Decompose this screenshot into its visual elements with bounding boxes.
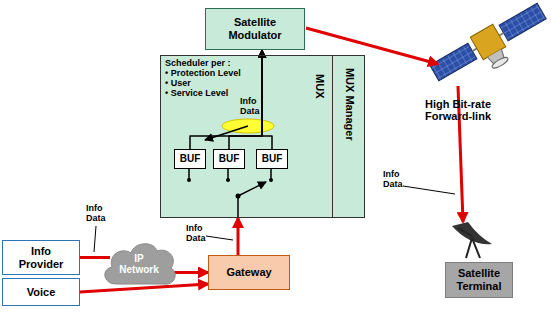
- switch-contact: [269, 178, 273, 182]
- buffer-output: [229, 50, 262, 149]
- flow-label: Info Data: [240, 97, 260, 117]
- scheduler-selector: [205, 126, 248, 140]
- scheduler-note: • Protection Level: [165, 69, 241, 79]
- node-label: Gateway: [226, 266, 271, 279]
- modulator-box: Satellite Modulator: [205, 8, 305, 50]
- cloud-outline: [105, 244, 175, 284]
- flow-label: Info Data: [86, 204, 106, 224]
- switch-contact: [187, 178, 191, 182]
- node-label: Voice: [27, 286, 56, 299]
- buffer-box: BUF: [213, 149, 245, 169]
- gateway-box: Gateway: [208, 255, 290, 290]
- satellite: [428, 0, 552, 96]
- input-switch: [189, 167, 271, 218]
- node-label: Satellite Modulator: [220, 16, 290, 41]
- switch-pivot: [236, 194, 241, 199]
- switch-input: [237, 196, 239, 218]
- flow-label: Info Data: [186, 224, 206, 244]
- flow-label: High Bit-rate Forward-link: [425, 98, 515, 122]
- node-label: Satellite Terminal: [450, 267, 508, 292]
- terminal-box: Satellite Terminal: [445, 262, 513, 298]
- node-label: IP Network: [114, 253, 164, 276]
- source-box: Voice: [2, 278, 80, 306]
- buffer-box: BUF: [256, 149, 288, 169]
- scheduler-note: • User: [165, 79, 191, 89]
- leader-line: [94, 226, 96, 252]
- buffer-box: BUF: [174, 149, 206, 169]
- signal-arrow: [80, 256, 110, 259]
- scheduler-note: • Service Level: [165, 89, 228, 99]
- vertical-label: MUX Manager: [343, 67, 356, 140]
- scheduler-note: Scheduler per :: [165, 59, 231, 69]
- node-label: Info Provider: [12, 245, 70, 270]
- node-label: BUF: [262, 153, 283, 165]
- buffer-inputs: [189, 167, 271, 180]
- flow-label: Info Data: [383, 170, 403, 190]
- mux-manager-box: MUX Manager: [333, 55, 365, 218]
- source-box: Info Provider: [2, 240, 80, 275]
- vertical-label: MUX: [313, 74, 326, 98]
- uplink-arrow: [306, 28, 438, 64]
- leader-line: [206, 236, 233, 240]
- switch-contact: [226, 178, 230, 182]
- buffer-output: [262, 50, 272, 149]
- leader-line: [403, 186, 455, 194]
- node-label: BUF: [219, 153, 240, 165]
- signal-arrow: [237, 218, 240, 255]
- switch-lever: [238, 182, 266, 196]
- signal-arrow: [172, 271, 208, 274]
- signal-arrow: [80, 284, 208, 292]
- node-label: BUF: [180, 153, 201, 165]
- network-cloud: IP Network: [100, 238, 178, 290]
- dish-antenna: [452, 222, 492, 258]
